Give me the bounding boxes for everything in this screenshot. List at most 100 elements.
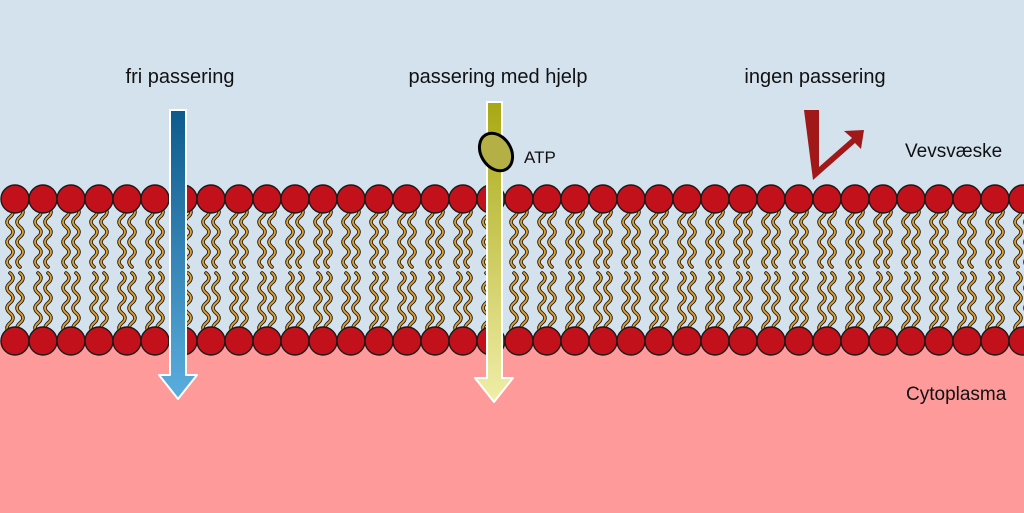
lipid-tail: [286, 272, 294, 334]
lipid-tail: [258, 272, 266, 334]
lipid-head: [28, 326, 58, 356]
lipid-tail: [996, 206, 1004, 268]
lipid-head: [364, 184, 394, 214]
lipid-head: [644, 184, 674, 214]
lipid-tail: [286, 206, 294, 268]
lipid-tail: [240, 272, 248, 334]
lipid-tail: [828, 272, 836, 334]
lipid-tail: [716, 206, 724, 268]
lipid-tail: [996, 272, 1004, 334]
lipid-tail: [520, 206, 528, 268]
lipid-tail: [6, 272, 14, 334]
lipid-tail: [34, 272, 42, 334]
lipid-head: [532, 326, 562, 356]
lipid-tail: [268, 272, 276, 334]
lipid-head: [560, 326, 590, 356]
lipid-tail: [912, 206, 920, 268]
lipid-head: [140, 184, 170, 214]
lipid-tail: [16, 272, 24, 334]
lipid-tail: [986, 272, 994, 334]
lipid-head: [644, 326, 674, 356]
lipid-tail: [62, 206, 70, 268]
lipid-tail: [146, 272, 154, 334]
lipid-tail: [352, 272, 360, 334]
lipid-head: [868, 326, 898, 356]
lipid-head: [1008, 326, 1024, 356]
lipid-tail: [688, 272, 696, 334]
lipid-tail: [968, 272, 976, 334]
lipid-tail: [818, 206, 826, 268]
lipid-head: [868, 184, 898, 214]
lipid-tail: [370, 272, 378, 334]
lipid-tail: [548, 206, 556, 268]
lipid-head: [448, 184, 478, 214]
lipid-tail: [118, 206, 126, 268]
lipid-head: [0, 326, 30, 356]
lipid-head: [504, 184, 534, 214]
lipid-tail: [268, 206, 276, 268]
lipid-head: [56, 184, 86, 214]
lipid-head: [672, 184, 702, 214]
lipid-tail: [314, 272, 322, 334]
lipid-tail: [380, 272, 388, 334]
lipid-tail: [520, 272, 528, 334]
lipid-tail: [818, 272, 826, 334]
lipid-tail: [828, 206, 836, 268]
lipid-tail: [660, 206, 668, 268]
lipid-head: [784, 326, 814, 356]
lipid-tail: [314, 206, 322, 268]
lipid-tail: [846, 206, 854, 268]
lipid-tail: [762, 206, 770, 268]
lipid-head: [196, 326, 226, 356]
lipid-tail: [128, 272, 136, 334]
lipid-tail: [772, 272, 780, 334]
lipid-head: [336, 184, 366, 214]
lipid-tail: [212, 272, 220, 334]
lipid-tail: [744, 272, 752, 334]
lipid-head: [84, 326, 114, 356]
lipid-head: [336, 326, 366, 356]
lipid-tail: [44, 206, 52, 268]
lipid-head: [588, 326, 618, 356]
lipid-head: [224, 326, 254, 356]
lipid-tail: [650, 272, 658, 334]
lipid-head: [28, 184, 58, 214]
lipid-tail: [958, 272, 966, 334]
lipid-tail: [622, 272, 630, 334]
lipid-tail: [62, 272, 70, 334]
lipid-tail: [566, 272, 574, 334]
lipid-tail: [790, 206, 798, 268]
lipid-tail: [156, 206, 164, 268]
lipid-head: [392, 326, 422, 356]
lipid-tail: [856, 206, 864, 268]
lipid-tail: [1014, 272, 1022, 334]
lipid-head: [924, 184, 954, 214]
lipid-tail: [744, 206, 752, 268]
lipid-tail: [6, 206, 14, 268]
lipid-head: [392, 184, 422, 214]
lipid-tail: [100, 206, 108, 268]
lipid-tail: [538, 206, 546, 268]
lipid-head: [952, 184, 982, 214]
lipid-tail: [566, 206, 574, 268]
lipid-head: [420, 326, 450, 356]
lipid-tail: [650, 206, 658, 268]
lipid-tail: [72, 272, 80, 334]
lipid-head: [1008, 184, 1024, 214]
lipid-tail: [16, 206, 24, 268]
lipid-tail: [968, 206, 976, 268]
lipid-head: [672, 326, 702, 356]
lipid-tail: [716, 272, 724, 334]
lipid-head: [952, 326, 982, 356]
free-passage-arrow: [158, 109, 198, 400]
lipid-tail: [874, 206, 882, 268]
lipid-tail: [660, 272, 668, 334]
lipid-tail: [72, 206, 80, 268]
lipid-head: [756, 326, 786, 356]
lipid-head: [308, 184, 338, 214]
lipid-tail: [986, 206, 994, 268]
lipid-head: [728, 184, 758, 214]
lipid-head: [140, 326, 170, 356]
lipid-tail: [296, 272, 304, 334]
lipid-head: [756, 184, 786, 214]
